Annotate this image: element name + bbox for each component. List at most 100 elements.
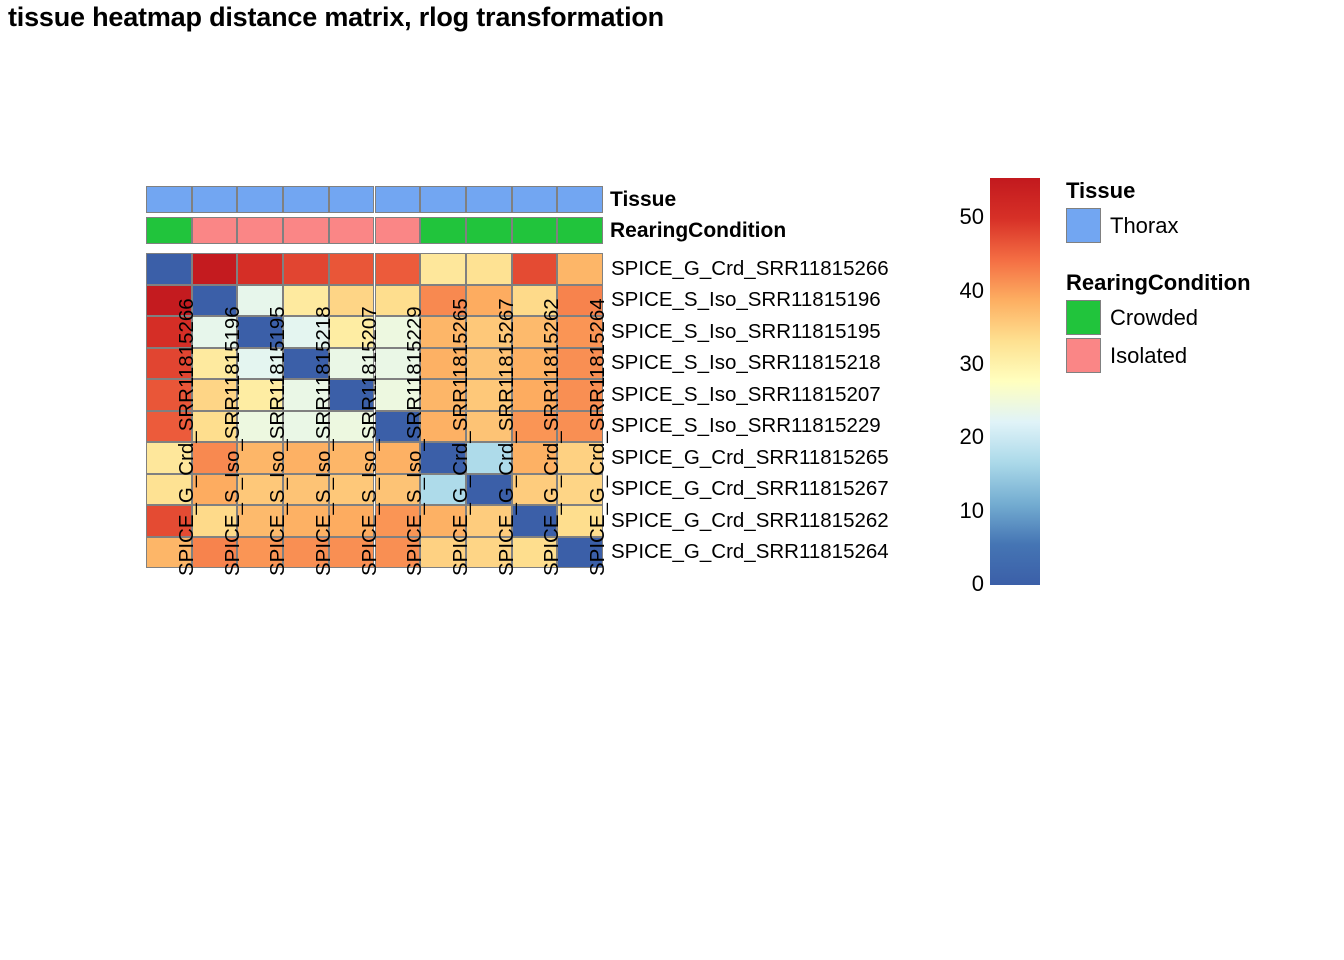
heatmap-cell bbox=[374, 347, 421, 379]
heatmap-cell bbox=[557, 442, 603, 474]
heatmap-cell bbox=[237, 410, 284, 442]
heatmap-cell bbox=[511, 536, 558, 568]
heatmap-cell bbox=[146, 442, 192, 474]
legend-label: Isolated bbox=[1110, 343, 1188, 368]
heatmap-cell bbox=[237, 316, 284, 348]
heatmap-cell bbox=[191, 473, 238, 505]
annotation-cell bbox=[420, 186, 466, 213]
heatmap-cell bbox=[191, 442, 238, 474]
heatmap-cell bbox=[237, 505, 284, 537]
annotation-cell bbox=[237, 217, 284, 244]
heatmap-cell bbox=[191, 253, 238, 285]
annotation-cell bbox=[511, 217, 558, 244]
heatmap-cell bbox=[283, 410, 329, 442]
legend-title: Tissue bbox=[1066, 178, 1136, 203]
heatmap-cell bbox=[283, 536, 329, 568]
annotation-cell bbox=[465, 186, 512, 213]
column-label: SPICE_G_Crd_SRR11815267 bbox=[494, 298, 518, 576]
colorbar-tick-label: 0 bbox=[971, 571, 984, 596]
heatmap-cell bbox=[374, 442, 421, 474]
heatmap-cell bbox=[237, 284, 284, 316]
heatmap-cell bbox=[283, 473, 329, 505]
colorbar-tick-label: 30 bbox=[959, 351, 984, 376]
heatmap-cell bbox=[557, 253, 603, 285]
heatmap-cell bbox=[328, 473, 375, 505]
heatmap-cell bbox=[146, 253, 192, 285]
heatmap-cell bbox=[283, 505, 329, 537]
row-label: SPICE_G_Crd_SRR11815262 bbox=[611, 508, 889, 532]
column-label: SPICE_G_Crd_SRR11815265 bbox=[449, 298, 473, 576]
heatmap-cell bbox=[557, 505, 603, 537]
heatmap-cell bbox=[420, 410, 466, 442]
row-label: SPICE_G_Crd_SRR11815264 bbox=[611, 540, 889, 564]
heatmap-cell bbox=[146, 379, 192, 411]
row-label: SPICE_S_Iso_SRR11815196 bbox=[611, 288, 881, 312]
heatmap-cell bbox=[374, 316, 421, 348]
colorbar-tick-label: 10 bbox=[959, 497, 984, 523]
heatmap-cell bbox=[146, 347, 192, 379]
heatmap-cell bbox=[511, 505, 558, 537]
heatmap-cell bbox=[420, 284, 466, 316]
heatmap-cell bbox=[191, 536, 238, 568]
annotation-cell bbox=[328, 186, 375, 213]
heatmap-cell bbox=[420, 316, 466, 348]
column-label: SPICE_G_Crd_SRR11815262 bbox=[540, 298, 564, 576]
row-label: SPICE_S_Iso_SRR11815218 bbox=[611, 351, 881, 375]
heatmap-grid bbox=[146, 253, 603, 568]
heatmap-cell bbox=[191, 316, 238, 348]
row-label: SPICE_G_Crd_SRR11815266 bbox=[611, 256, 889, 280]
heatmap-cell bbox=[328, 253, 375, 285]
heatmap-cell bbox=[511, 253, 558, 285]
heatmap-cell bbox=[374, 410, 421, 442]
heatmap-cell bbox=[283, 316, 329, 348]
heatmap-cell bbox=[237, 253, 284, 285]
heatmap-cell bbox=[374, 505, 421, 537]
annotation-cell bbox=[420, 217, 466, 244]
annotation-cell bbox=[191, 217, 238, 244]
heatmap-cell bbox=[557, 284, 603, 316]
heatmap-cell bbox=[557, 347, 603, 379]
legend-label: Crowded bbox=[1110, 305, 1199, 330]
heatmap-cell bbox=[191, 410, 238, 442]
annotation-cell bbox=[465, 217, 512, 244]
annotation-bar-tissue bbox=[146, 186, 603, 213]
row-label: SPICE_S_Iso_SRR11815229 bbox=[611, 414, 881, 438]
row-label: SPICE_S_Iso_SRR11815195 bbox=[611, 319, 881, 343]
annotation-cell bbox=[237, 186, 284, 213]
heatmap-cell bbox=[237, 536, 284, 568]
colorbar-tick-label: 50 bbox=[959, 204, 984, 230]
heatmap-cell bbox=[465, 442, 512, 474]
colorbar-tick-label: 40 bbox=[959, 277, 984, 303]
legend-swatch bbox=[1066, 300, 1101, 335]
annotation-cell bbox=[283, 186, 329, 213]
heatmap-cell bbox=[237, 442, 284, 474]
annotation-cell bbox=[283, 217, 329, 244]
annotation-cell bbox=[328, 217, 375, 244]
heatmap-cell bbox=[511, 379, 558, 411]
heatmap-cell bbox=[328, 505, 375, 537]
heatmap-cell bbox=[328, 536, 375, 568]
heatmap-cell bbox=[374, 379, 421, 411]
heatmap-cell bbox=[191, 505, 238, 537]
heatmap-cell bbox=[283, 379, 329, 411]
heatmap-cell bbox=[557, 379, 603, 411]
annotation-cell bbox=[146, 217, 192, 244]
heatmap-cell bbox=[283, 284, 329, 316]
heatmap-cell bbox=[465, 284, 512, 316]
heatmap-cell bbox=[465, 379, 512, 411]
heatmap-cell bbox=[557, 536, 603, 568]
legend-swatch bbox=[1066, 208, 1101, 243]
heatmap-cell bbox=[511, 410, 558, 442]
heatmap-cell bbox=[420, 473, 466, 505]
heatmap-cell bbox=[557, 410, 603, 442]
legend-title: RearingCondition bbox=[1066, 270, 1251, 295]
annotation-label-rearingcondition: RearingCondition bbox=[610, 219, 787, 242]
heatmap-cell bbox=[465, 316, 512, 348]
heatmap-cell bbox=[465, 536, 512, 568]
heatmap-cell bbox=[146, 473, 192, 505]
heatmap-cell bbox=[511, 316, 558, 348]
heatmap-cell bbox=[511, 284, 558, 316]
heatmap-cell bbox=[328, 410, 375, 442]
heatmap-cell bbox=[511, 442, 558, 474]
